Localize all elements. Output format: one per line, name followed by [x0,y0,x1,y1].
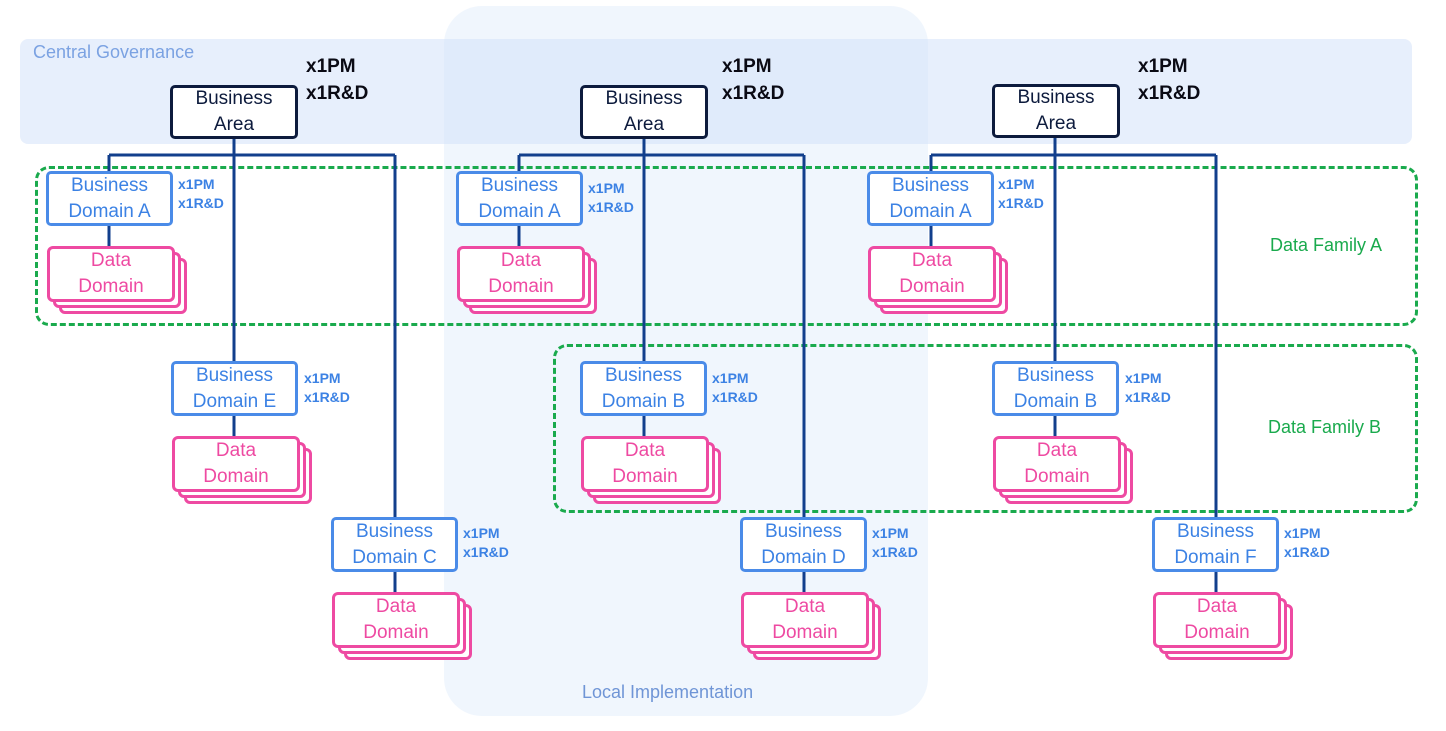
rd-count: x1R&D [1125,389,1171,405]
data-domain-card-front: Data Domain [741,592,869,648]
business-area-label: Business Area [1017,87,1095,134]
rd-count: x1R&D [722,83,785,104]
pm-count: x1PM [722,56,772,77]
business-domain-resources: x1PM x1R&D [463,524,509,562]
business-domain-label: Business Domain A [68,174,151,222]
business-domain-label: Business Domain A [889,174,972,222]
business-area-label: Business Area [195,88,273,135]
central-governance-label: Central Governance [33,42,195,62]
business-domain-resources: x1PM x1R&D [304,369,350,407]
data-domain-stack: Data Domain [47,246,187,322]
business-domain-label: Business Domain C [352,520,437,568]
business-area-label: Business Area [605,88,683,135]
pm-count: x1PM [1138,56,1188,77]
data-family-b-label: Data Family B [1268,417,1382,437]
data-domain-label: Data Domain [1024,440,1090,487]
data-domain-stack: Data Domain [457,246,597,322]
pm-count: x1PM [872,525,909,541]
rd-count: x1R&D [1138,83,1201,104]
business-domain-resources: x1PM x1R&D [1284,524,1330,562]
data-domain-label: Data Domain [899,250,965,297]
business-domain-box: Business Domain A [867,171,994,226]
business-area-resources: x1PM x1R&D [306,53,368,107]
business-domain-resources: x1PM x1R&D [998,175,1044,213]
business-domain-resources: x1PM x1R&D [1125,369,1171,407]
business-domain-box: Business Domain A [46,171,173,226]
business-domain-box: Business Domain A [456,171,583,226]
rd-count: x1R&D [306,83,369,104]
business-domain-resources: x1PM x1R&D [872,524,918,562]
pm-count: x1PM [178,176,215,192]
pm-count: x1PM [588,180,625,196]
data-domain-label: Data Domain [363,596,429,643]
business-domain-box: Business Domain E [171,361,298,416]
data-domain-card-front: Data Domain [993,436,1121,492]
business-domain-resources: x1PM x1R&D [588,179,634,217]
data-domain-card-front: Data Domain [581,436,709,492]
pm-count: x1PM [306,56,356,77]
data-domain-card-front: Data Domain [1153,592,1281,648]
business-area-box: Business Area [992,84,1120,138]
data-domain-stack: Data Domain [332,592,472,668]
pm-count: x1PM [304,370,341,386]
business-domain-resources: x1PM x1R&D [712,369,758,407]
business-domain-box: Business Domain C [331,517,458,572]
business-area-resources: x1PM x1R&D [1138,53,1200,107]
rd-count: x1R&D [712,389,758,405]
rd-count: x1R&D [178,195,224,211]
data-domain-label: Data Domain [78,250,144,297]
data-domain-card-front: Data Domain [332,592,460,648]
data-family-b-frame [553,344,1418,513]
data-domain-card-front: Data Domain [868,246,996,302]
business-domain-box: Business Domain D [740,517,867,572]
business-domain-label: Business Domain B [1013,364,1098,412]
business-domain-label: Business Domain F [1174,520,1257,568]
rd-count: x1R&D [872,544,918,560]
business-domain-box: Business Domain B [580,361,707,416]
business-domain-resources: x1PM x1R&D [178,175,224,213]
business-domain-label: Business Domain B [601,364,686,412]
data-domain-label: Data Domain [203,440,269,487]
data-domain-stack: Data Domain [993,436,1133,512]
business-domain-label: Business Domain A [478,174,561,222]
pm-count: x1PM [712,370,749,386]
rd-count: x1R&D [1284,544,1330,560]
rd-count: x1R&D [998,195,1044,211]
business-domain-box: Business Domain F [1152,517,1279,572]
data-domain-stack: Data Domain [868,246,1008,322]
local-implementation-label: Local Implementation [582,682,754,702]
data-domain-label: Data Domain [488,250,554,297]
data-domain-stack: Data Domain [172,436,312,512]
business-domain-label: Business Domain D [761,520,846,568]
data-domain-card-front: Data Domain [172,436,300,492]
business-domain-label: Business Domain E [192,364,277,412]
business-area-box: Business Area [580,85,708,139]
data-domain-stack: Data Domain [741,592,881,668]
data-family-a-frame [35,166,1418,326]
data-domain-label: Data Domain [772,596,838,643]
data-domain-card-front: Data Domain [457,246,585,302]
business-area-resources: x1PM x1R&D [722,53,784,107]
rd-count: x1R&D [304,389,350,405]
data-domain-stack: Data Domain [581,436,721,512]
rd-count: x1R&D [463,544,509,560]
pm-count: x1PM [463,525,500,541]
pm-count: x1PM [1284,525,1321,541]
business-area-box: Business Area [170,85,298,139]
data-domain-label: Data Domain [612,440,678,487]
pm-count: x1PM [998,176,1035,192]
data-domain-label: Data Domain [1184,596,1250,643]
data-domain-stack: Data Domain [1153,592,1293,668]
rd-count: x1R&D [588,199,634,215]
data-family-a-label: Data Family A [1270,235,1383,255]
pm-count: x1PM [1125,370,1162,386]
data-domain-card-front: Data Domain [47,246,175,302]
business-domain-box: Business Domain B [992,361,1119,416]
